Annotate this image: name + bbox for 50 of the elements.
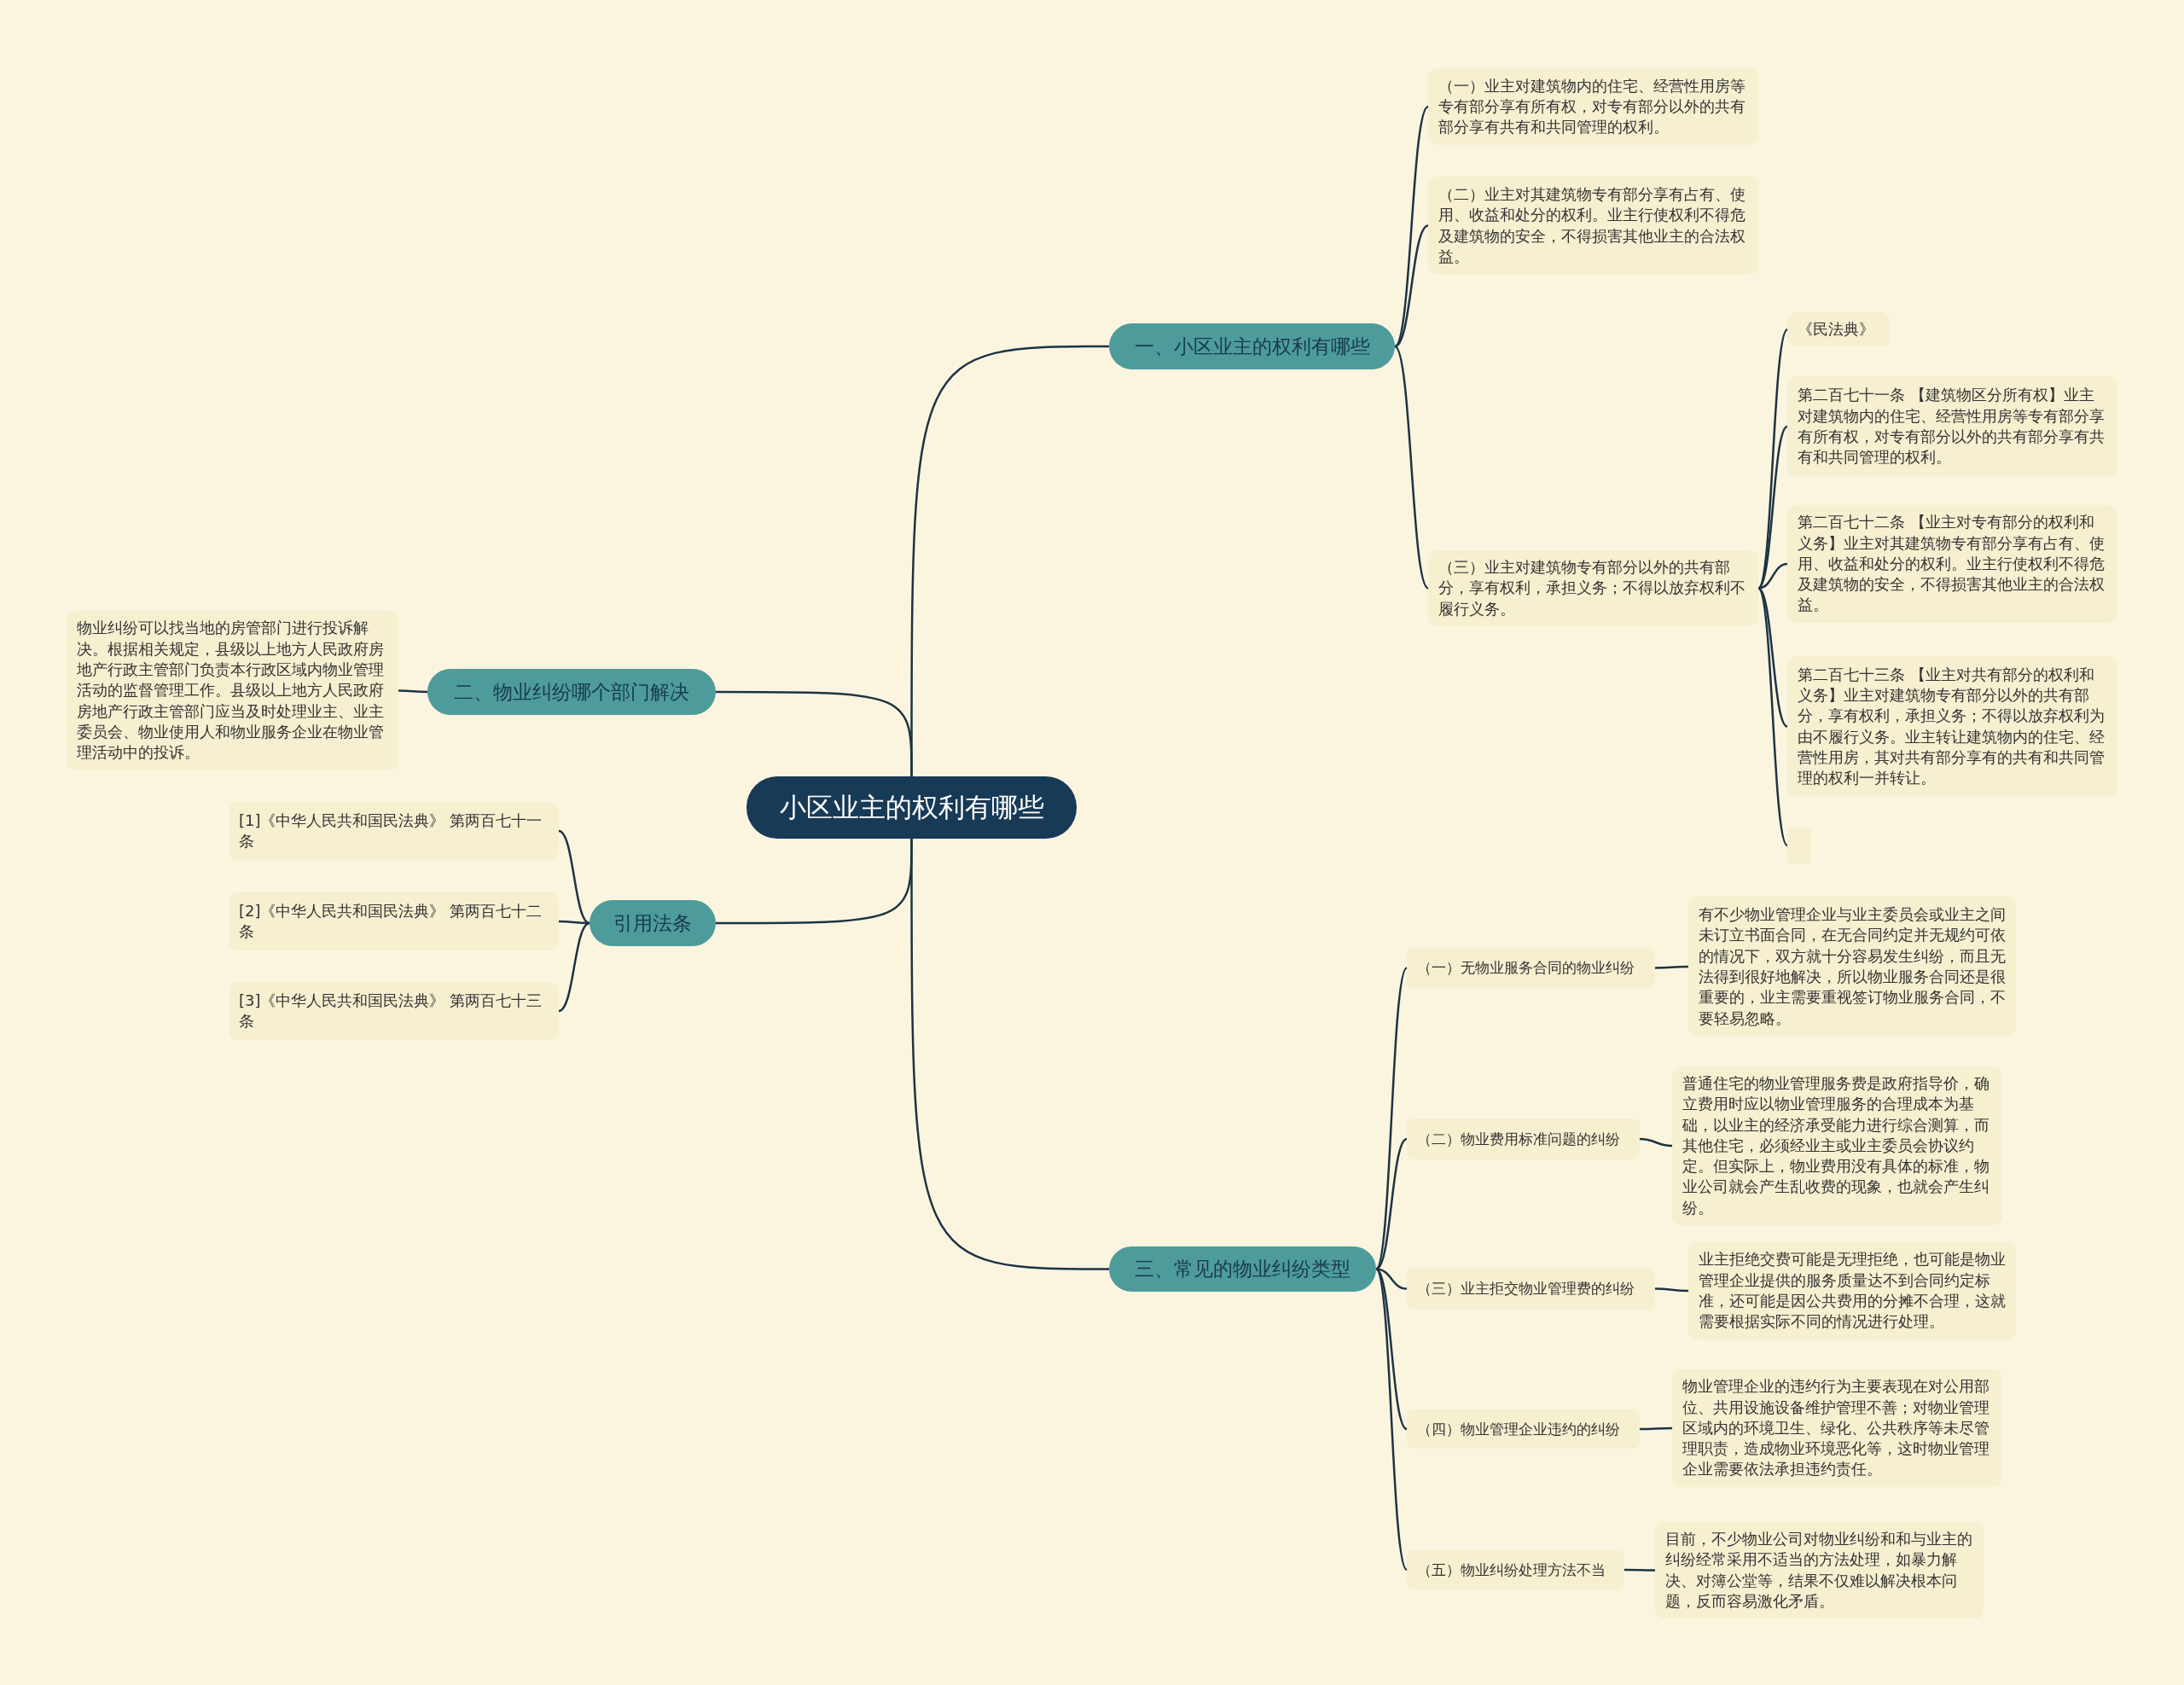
note-box: 有不少物业管理企业与业主委员会或业主之间未订立书面合同，在无合同约定并无规约可依的情况下，双方就十分容易发生纠纷，而且无法得到很好地解决，所以物业服务合同还是很重要的，业主需要重视签订物业服务合同，不要轻易忽略。	[1688, 897, 2016, 1037]
connector-line	[1394, 346, 1429, 590]
branch-topic: 二、物业纠纷哪个部门解决	[427, 669, 716, 715]
connector-line	[1375, 1268, 1408, 1290]
subtopic-box: （三）业主拒交物业管理费的纠纷	[1407, 1268, 1655, 1310]
connector-line	[910, 839, 1109, 1270]
note-box: [1]《中华人民共和国民法典》 第两百七十一条	[229, 802, 559, 860]
note-box: [2]《中华人民共和国民法典》 第两百七十二条	[229, 892, 559, 950]
connector-line	[1624, 1568, 1655, 1572]
note-box: （二）业主对其建筑物专有部分享有占有、使用、收益和处分的权利。业主行使权利不得危及建筑物的安全，不得损害其他业主的合法权益。	[1428, 177, 1758, 275]
note-box: [3]《中华人民共和国民法典》 第两百七十三条	[229, 982, 559, 1040]
connector-line	[1757, 426, 1788, 590]
note-box: 目前，不少物业公司对物业纠纷和和与业主的纠纷经常采用不适当的方法处理，如暴力解决、对簿公堂等，结果不仅难以解决根本问题，反而容易激化矛盾。	[1655, 1522, 1984, 1619]
note-box: 物业管理企业的违约行为主要表现在对公用部位、共用设施设备维护管理不善；对物业管理区域内的环境卫生、绿化、公共秩序等未尽管理职责，造成物业环境恶化等，这时物业管理企业需要依法承担违约责任。	[1672, 1369, 2002, 1487]
connector-line	[1374, 1268, 1409, 1571]
note-box: 第二百七十二条 【业主对专有部分的权利和义务】业主对其建筑物专有部分享有占有、使用、收益和处分的权利。业主行使权利不得危及建筑物的安全，不得损害其他业主的合法权益。	[1787, 505, 2117, 623]
subtopic-box: （四）物业管理企业违约的纠纷	[1407, 1409, 1640, 1449]
connector-line	[1655, 965, 1688, 969]
connector-line	[1394, 224, 1429, 348]
branch-topic: 三、常见的物业纠纷类型	[1109, 1246, 1376, 1292]
connector-line	[559, 920, 590, 925]
branch-topic: 引用法条	[590, 900, 716, 946]
connector-line	[558, 829, 590, 925]
connector-line	[1375, 1268, 1408, 1430]
note-box: （一）业主对建筑物内的住宅、经营性用房等专有部分享有所有权，对专有部分以外的共有部分享有共有和共同管理的权利。	[1428, 68, 1758, 145]
note-box: 普通住宅的物业管理服务费是政府指导价，确立费用时应以物业管理服务的合理成本为基础，以业主的经济承受能力进行综合测算，而其他住宅，必须经业主或业主委员会协议约定。但实际上，物业费用没有具体的标准，物业公司就会产生乱收费的现象，也就会产生纠纷。	[1672, 1066, 2002, 1226]
note-box: 《民法典》	[1787, 312, 1890, 347]
connector-line	[1394, 106, 1429, 347]
central-topic: 小区业主的权利有哪些	[746, 776, 1077, 839]
subtopic-box: （二）物业费用标准问题的纠纷	[1407, 1118, 1640, 1159]
connector-line	[398, 689, 427, 694]
subtopic-box: （五）物业纠纷处理方法不当	[1407, 1550, 1624, 1589]
connector-line	[558, 921, 590, 1013]
note-box: 第二百七十一条 【建筑物区分所有权】业主对建筑物内的住宅、经营性用房等专有部分享有所有权，对专有部分以外的共有部分享有共有和共同管理的权利。	[1787, 376, 2117, 477]
connector-line	[1374, 967, 1409, 1270]
branch-topic: 一、小区业主的权利有哪些	[1109, 323, 1395, 369]
empty-box	[1787, 828, 1811, 863]
connector-line	[1655, 1287, 1688, 1293]
connector-line	[1757, 587, 1789, 846]
connector-line	[1640, 1426, 1672, 1431]
connector-line	[1757, 587, 1788, 728]
subtopic-box: （一）无物业服务合同的物业纠纷	[1407, 947, 1655, 989]
connector-line	[1757, 562, 1788, 590]
note-box: 物业纠纷可以找当地的房管部门进行投诉解决。根据相关规定，县级以上地方人民政府房地产行政主管部门负责本行政区域内物业管理活动的监督管理工作。县级以上地方人民政府房地产行政主管部门应当及时处理业主、业主委员会、物业使用人和物业服务企业在物业管理活动中的投诉。	[67, 611, 398, 770]
connector-line	[716, 690, 913, 776]
note-box: 业主拒绝交费可能是无理拒绝，也可能是物业管理企业提供的服务质量达不到合同约定标准，还可能是因公共费用的分摊不合理，这就需要根据实际不同的情况进行处理。	[1688, 1242, 2016, 1339]
note-box: （三）业主对建筑物专有部分以外的共有部分，享有权利，承担义务；不得以放弃权利不履行义务。	[1428, 550, 1758, 626]
note-box: 第二百七十三条 【业主对共有部分的权利和义务】业主对建筑物专有部分以外的共有部分，享有权利，承担义务；不得以放弃权利为由不履行义务。业主转让建筑物内的住宅、经营性用房，其对共有部分享有的共有和共同管理的权利一并转让。	[1787, 656, 2117, 797]
connector-line	[1375, 1138, 1408, 1270]
connector-line	[1639, 1137, 1673, 1148]
